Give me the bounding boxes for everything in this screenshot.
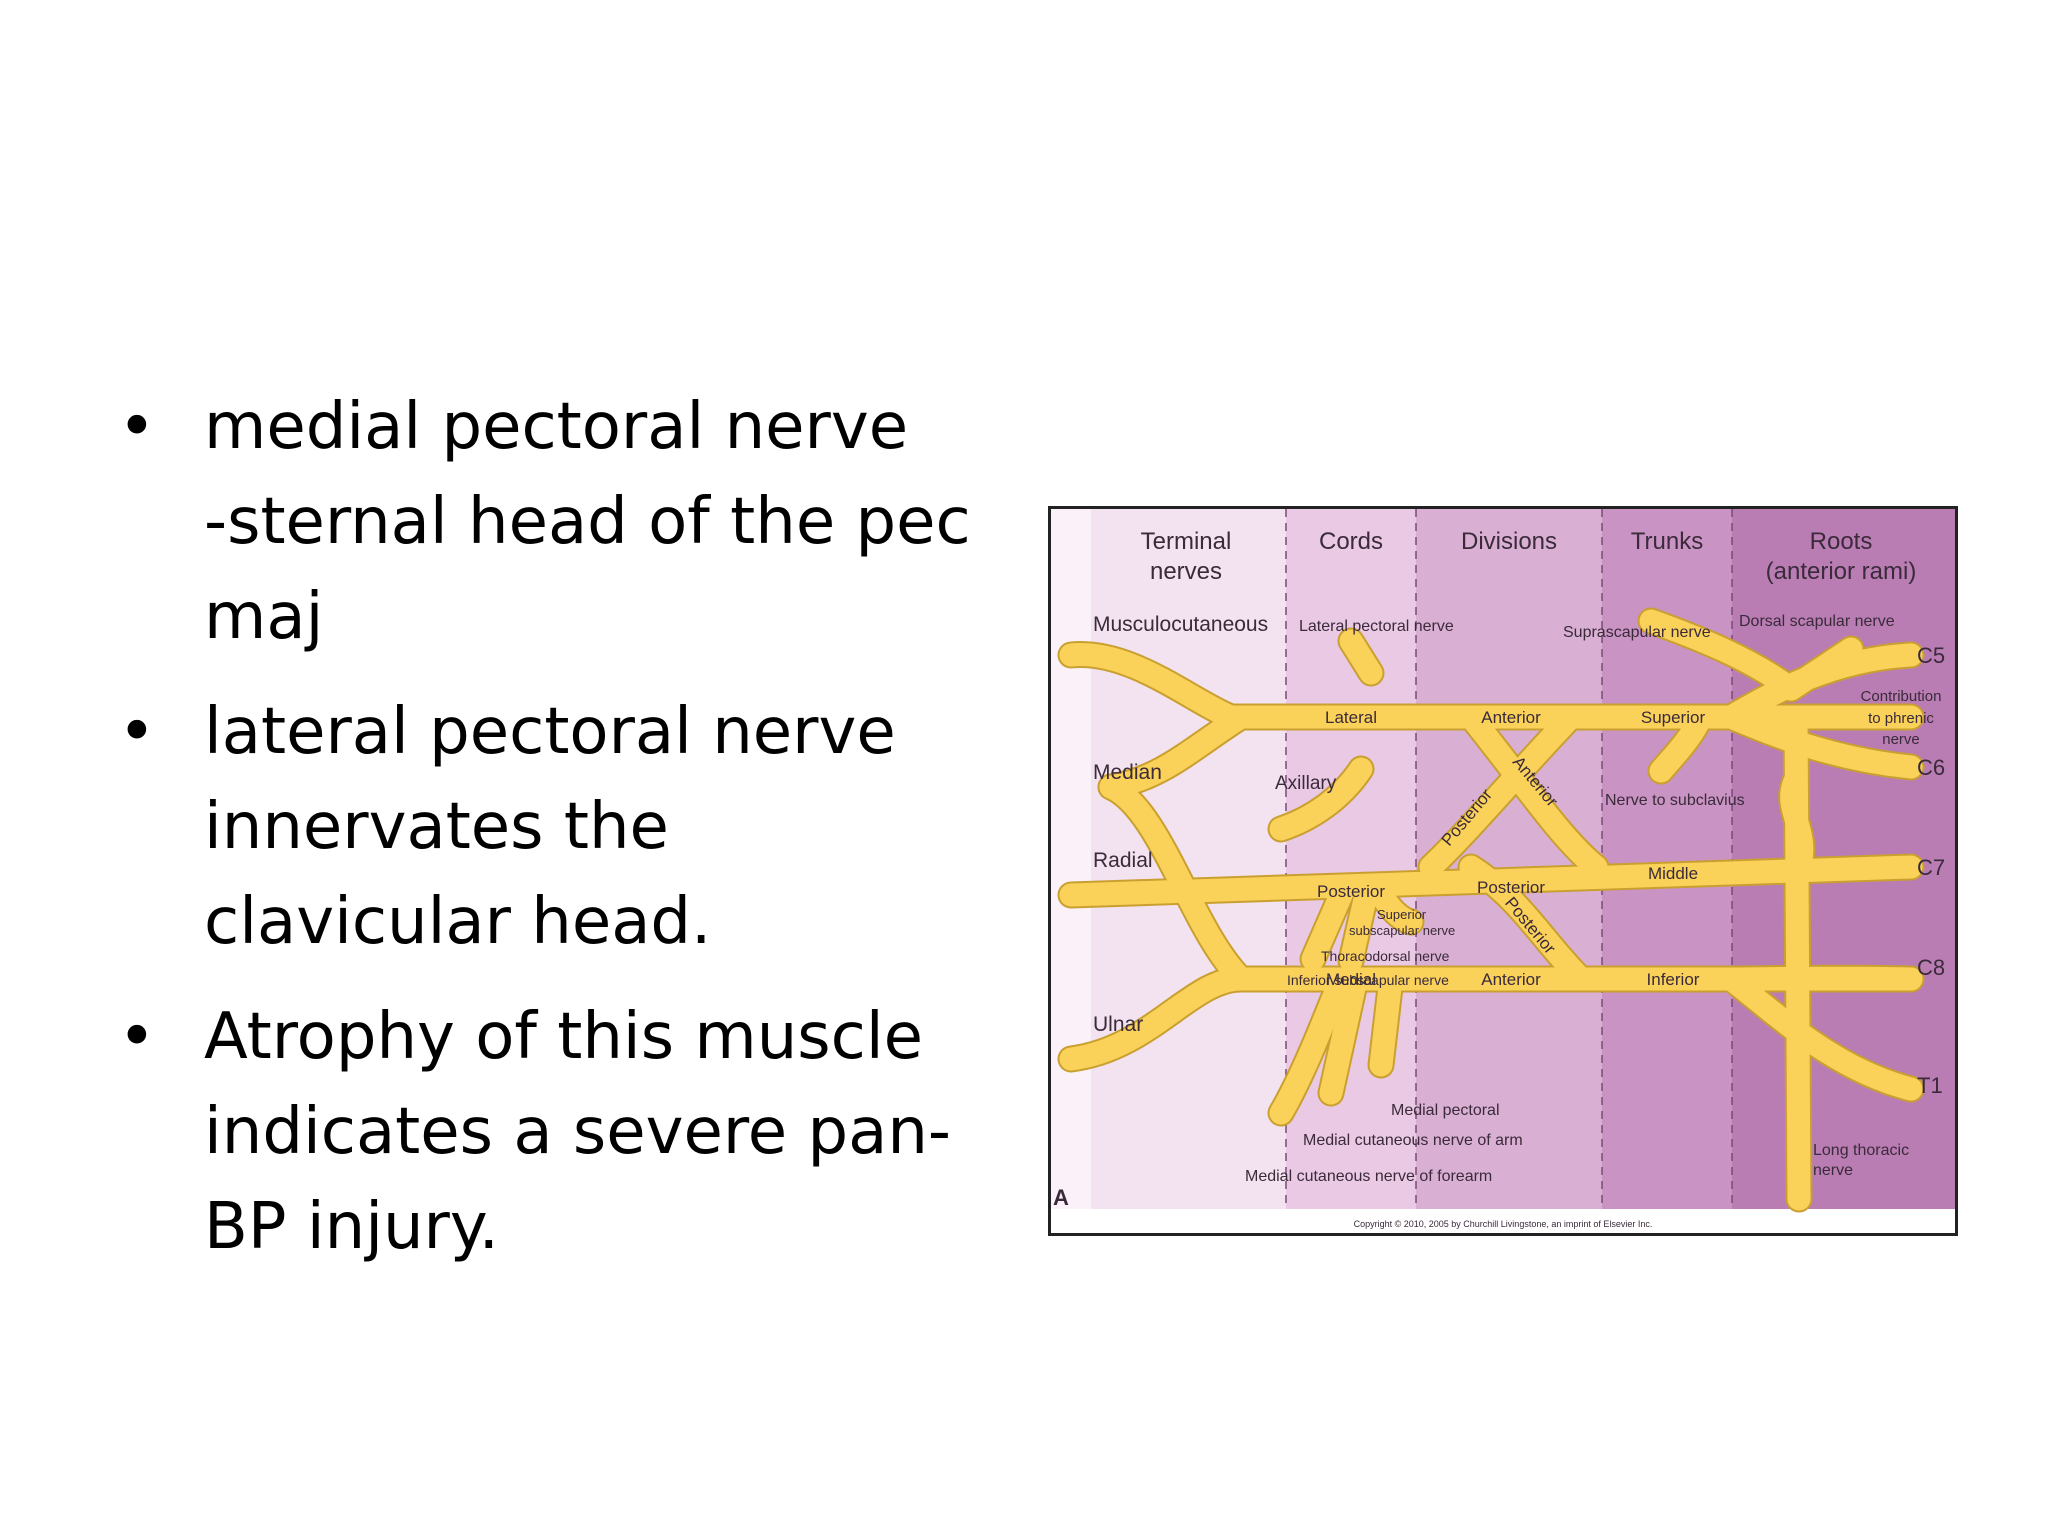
posterior-division-lower bbox=[1459, 855, 1593, 991]
bullet-list: • medial pectoral nerve -sternal head of… bbox=[118, 380, 1018, 1295]
median-lateral-root bbox=[1099, 705, 1253, 799]
label-contribution-phrenic: Contribution bbox=[1861, 688, 1942, 705]
label-long-thoracic: nerve bbox=[1813, 1162, 1853, 1179]
label-medial-cutaneous-arm: Medial cutaneous nerve of arm bbox=[1303, 1132, 1523, 1149]
label-dorsal-scapular: Dorsal scapular nerve bbox=[1739, 613, 1895, 630]
left-white-strip bbox=[1051, 509, 1091, 1209]
bullet-dot: • bbox=[118, 695, 156, 769]
bullet-dot: • bbox=[118, 1000, 156, 1074]
posterior-division-diagonal bbox=[1419, 705, 1583, 879]
label-cord-medial: Medial bbox=[1326, 970, 1376, 989]
label-root-t1: T1 bbox=[1917, 1073, 1943, 1098]
brachial-plexus-figure: Terminal nerves Cords Divisions Trunks R… bbox=[1048, 506, 1958, 1236]
label-median: Median bbox=[1093, 761, 1162, 784]
root-c8 bbox=[1719, 966, 1923, 991]
brachial-plexus-diagram: Terminal nerves Cords Divisions Trunks R… bbox=[1051, 509, 1955, 1233]
copyright-text: Copyright © 2010, 2005 by Churchill Livi… bbox=[1354, 1219, 1653, 1229]
label-trunk-middle: Middle bbox=[1648, 864, 1698, 883]
label-lateral-pectoral: Lateral pectoral nerve bbox=[1299, 618, 1454, 635]
bullet-line: -sternal head of the pec bbox=[204, 485, 971, 559]
label-musculocutaneous: Musculocutaneous bbox=[1093, 613, 1268, 636]
label-long-thoracic: Long thoracic bbox=[1813, 1142, 1909, 1159]
label-medial-cutaneous-forearm: Medial cutaneous nerve of forearm bbox=[1245, 1168, 1492, 1185]
lateral-pectoral-branch bbox=[1339, 629, 1383, 685]
bullet-line: indicates a severe pan- bbox=[204, 1095, 951, 1169]
thoracodorsal-branch bbox=[1301, 883, 1353, 971]
label-ulnar: Ulnar bbox=[1093, 1013, 1143, 1036]
bullet-line: lateral pectoral nerve bbox=[204, 695, 896, 769]
bullet-line: maj bbox=[204, 580, 324, 654]
bullet-line: clavicular head. bbox=[204, 885, 712, 959]
dorsal-scapular-branch bbox=[1779, 637, 1863, 701]
label-root-c5: C5 bbox=[1917, 643, 1945, 668]
panel-letter: A bbox=[1053, 1185, 1069, 1210]
label-root-c6: C6 bbox=[1917, 755, 1945, 780]
label-inferior-subscapular: Inferior subscapular nerve bbox=[1287, 972, 1449, 988]
bullet-line: Atrophy of this muscle bbox=[204, 1000, 923, 1074]
bullet-line: BP injury. bbox=[204, 1190, 499, 1264]
medial-cutaneous-arm-branch bbox=[1319, 967, 1368, 1105]
copyright-strip bbox=[1051, 1209, 1955, 1233]
phrenic-contribution bbox=[1780, 767, 1814, 881]
label-division-anterior-top: Anterior bbox=[1481, 708, 1541, 727]
label-suprascapular: Suprascapular nerve bbox=[1563, 624, 1711, 641]
bullet-item: • lateral pectoral nerve innervates the … bbox=[118, 685, 1018, 970]
musculocutaneous-nerve bbox=[1059, 643, 1243, 729]
label-cord-lateral: Lateral bbox=[1325, 708, 1377, 727]
label-superior-subscapular: Superior bbox=[1377, 907, 1427, 922]
header-terminal: nerves bbox=[1150, 558, 1222, 585]
label-division-posterior: Posterior bbox=[1477, 878, 1545, 897]
bullet-line: medial pectoral nerve bbox=[204, 390, 909, 464]
label-medial-pectoral: Medial pectoral bbox=[1391, 1102, 1500, 1119]
column-bg-cords bbox=[1286, 509, 1416, 1209]
header-trunks: Trunks bbox=[1631, 528, 1703, 555]
label-root-c8: C8 bbox=[1917, 955, 1945, 980]
label-thoracodorsal: Thoracodorsal nerve bbox=[1321, 948, 1450, 964]
label-root-c7: C7 bbox=[1917, 855, 1945, 880]
label-division-anterior-bottom: Anterior bbox=[1481, 970, 1541, 989]
nerve-fills bbox=[1059, 609, 1923, 1211]
label-nerve-subclavius: Nerve to subclavius bbox=[1605, 792, 1745, 809]
label-contribution-phrenic: nerve bbox=[1882, 731, 1920, 748]
medial-pectoral-branch bbox=[1369, 967, 1403, 1077]
header-roots: (anterior rami) bbox=[1766, 558, 1917, 585]
label-contribution-phrenic: to phrenic bbox=[1868, 710, 1934, 727]
superior-subscapular-branch bbox=[1369, 883, 1423, 934]
inferior-subscapular-branch bbox=[1339, 883, 1378, 973]
suprascapular-branch bbox=[1639, 609, 1803, 701]
label-axillary: Axillary bbox=[1275, 773, 1337, 794]
header-divisions: Divisions bbox=[1461, 528, 1557, 555]
bullet-item: • medial pectoral nerve -sternal head of… bbox=[118, 380, 1018, 665]
label-trunk-inferior: Inferior bbox=[1647, 970, 1700, 989]
bullet-dot: • bbox=[118, 390, 156, 464]
ulnar-medial-path bbox=[1059, 967, 1923, 1071]
medial-cutaneous-forearm-branch bbox=[1269, 967, 1353, 1125]
axillary-branch bbox=[1269, 757, 1373, 841]
anterior-division-diagonal bbox=[1459, 705, 1608, 879]
header-terminal: Terminal bbox=[1141, 528, 1232, 555]
label-trunk-superior: Superior bbox=[1641, 708, 1706, 727]
header-roots: Roots bbox=[1810, 528, 1873, 555]
label-superior-subscapular: subscapular nerve bbox=[1349, 923, 1455, 938]
header-cords: Cords bbox=[1319, 528, 1383, 555]
subclavius-branch bbox=[1649, 705, 1713, 783]
bullet-item: • Atrophy of this muscle indicates a sev… bbox=[118, 990, 1018, 1275]
bullet-line: innervates the bbox=[204, 790, 669, 864]
label-cord-posterior: Posterior bbox=[1317, 882, 1385, 901]
label-radial: Radial bbox=[1093, 849, 1153, 872]
median-medial-root bbox=[1099, 775, 1253, 991]
